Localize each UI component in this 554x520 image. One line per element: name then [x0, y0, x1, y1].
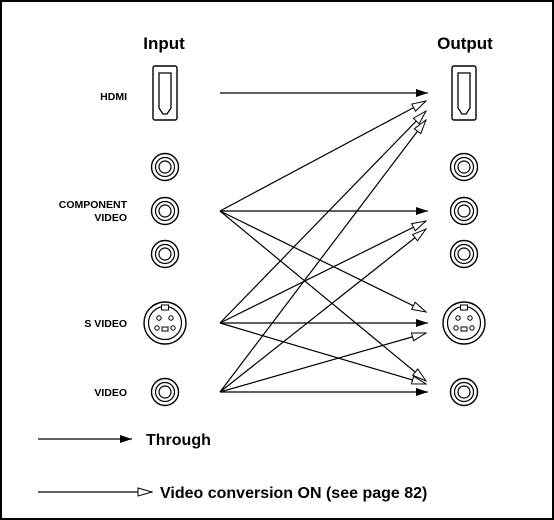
output-component-jack-icon	[449, 152, 479, 182]
input-svideo-connector-icon	[143, 301, 187, 345]
input-video-jack-icon	[150, 377, 180, 407]
arrow-svideo-to-hdmi	[219, 111, 426, 324]
input-component-jack-icon	[150, 152, 180, 182]
arrow-component-to-svideo	[219, 210, 426, 312]
output-hdmi-connector-icon	[451, 65, 477, 121]
input-header: Input	[143, 34, 185, 53]
arrow-video-to-hdmi	[219, 120, 426, 393]
arrow-component-to-video	[219, 210, 426, 381]
legend-through-label: Through	[146, 432, 211, 449]
input-label-hdmi: HDMI	[100, 91, 127, 103]
output-component-jack-icon	[449, 239, 479, 269]
arrow-svideo-to-component	[219, 221, 426, 324]
arrow-video-to-svideo	[219, 332, 426, 393]
output-component-jack-icon	[449, 196, 479, 226]
legend: Through Video conversion ON (see page 82…	[38, 432, 427, 502]
input-component-jack-icon	[150, 239, 180, 269]
arrow-video-to-component	[219, 229, 426, 393]
output-header: Output	[437, 34, 493, 53]
output-video-jack-icon	[449, 377, 479, 407]
input-label-component-line2: VIDEO	[94, 212, 127, 224]
input-label-video: VIDEO	[94, 387, 127, 399]
input-label-component-line1: COMPONENT	[59, 199, 128, 211]
arrow-svideo-to-video	[219, 322, 426, 385]
output-svideo-connector-icon	[442, 301, 486, 345]
input-component-jack-icon	[150, 196, 180, 226]
input-label-svideo: S VIDEO	[84, 318, 127, 330]
arrow-component-to-hdmi	[219, 101, 426, 212]
legend-conversion-label: Video conversion ON (see page 82)	[160, 485, 427, 502]
connection-arrows	[219, 89, 428, 396]
input-hdmi-connector-icon	[152, 65, 178, 121]
